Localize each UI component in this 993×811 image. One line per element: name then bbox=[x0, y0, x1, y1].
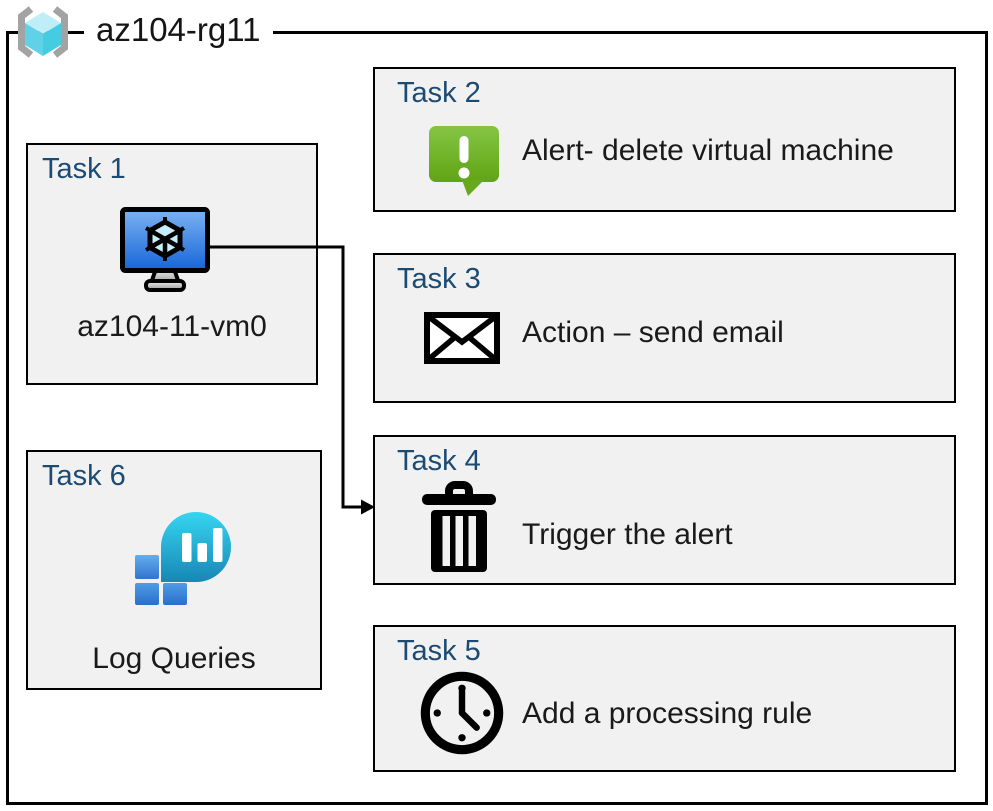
task1-label: Task 1 bbox=[42, 153, 126, 185]
task3-label: Task 3 bbox=[397, 263, 481, 295]
task4-caption: Trigger the alert bbox=[522, 518, 733, 551]
alert-message-icon bbox=[429, 126, 499, 196]
task2-box: Task 2 Alert- delete virtual machine bbox=[373, 67, 956, 212]
task2-caption: Alert- delete virtual machine bbox=[522, 134, 894, 167]
trash-delete-icon bbox=[422, 481, 496, 572]
task1-box: Task 1 az104-11-vm0 bbox=[26, 143, 318, 385]
task6-box: Task 6 Log Queries bbox=[26, 450, 322, 690]
task5-box: Task 5 Add a processing rule bbox=[373, 625, 956, 772]
task5-caption: Add a processing rule bbox=[522, 697, 813, 730]
task1-vm-name: az104-11-vm0 bbox=[77, 310, 267, 343]
task5-label: Task 5 bbox=[397, 635, 481, 667]
task6-caption: Log Queries bbox=[92, 642, 256, 675]
virtual-machine-icon bbox=[120, 207, 210, 292]
resource-group-icon bbox=[18, 6, 68, 58]
task3-box: Task 3 Action – send email bbox=[373, 253, 956, 403]
task6-label: Task 6 bbox=[42, 460, 126, 492]
task4-label: Task 4 bbox=[397, 445, 481, 477]
resource-group-name: az104-rg11 bbox=[84, 11, 273, 49]
clock-icon bbox=[420, 671, 504, 755]
task4-box: Task 4 Trigger the alert bbox=[373, 435, 956, 585]
log-queries-icon bbox=[135, 512, 231, 605]
task2-label: Task 2 bbox=[397, 77, 481, 109]
email-envelope-icon bbox=[424, 312, 500, 364]
task3-caption: Action – send email bbox=[522, 316, 784, 349]
